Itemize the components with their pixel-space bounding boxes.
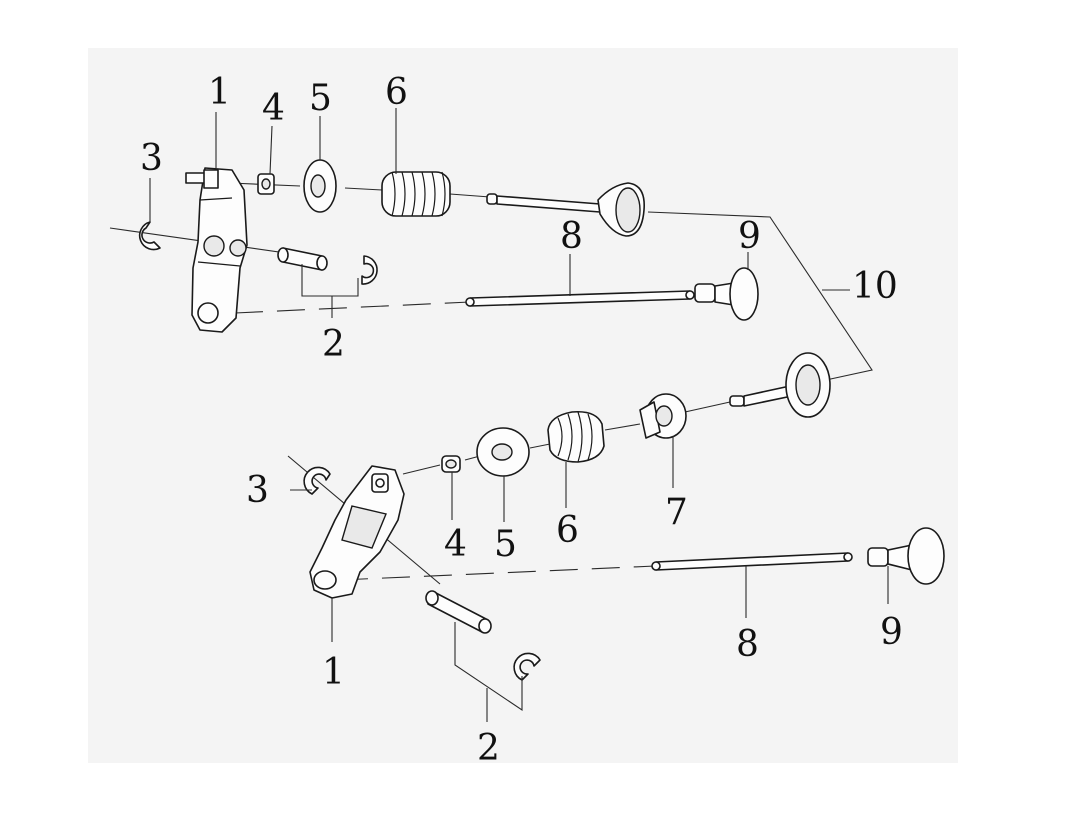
lower-axis-line-a xyxy=(402,464,441,475)
leader-10 xyxy=(647,211,873,381)
upper-axis-line-d xyxy=(449,193,491,198)
upper-rocker-shaft xyxy=(277,247,328,271)
upper-washer xyxy=(303,159,337,213)
lower-pushrod-axis xyxy=(339,565,656,581)
callout-upper-1: 1 xyxy=(208,72,231,113)
lower-intake-valve xyxy=(729,352,831,418)
upper-exhaust-valve xyxy=(694,267,759,321)
callout-lower-6: 6 xyxy=(556,510,579,551)
lower-rocker-arm xyxy=(309,465,405,599)
callout-upper-9: 9 xyxy=(738,216,761,257)
callout-labels: 1 4 5 6 3 8 9 10 2 3 4 5 6 7 1 2 8 9 xyxy=(140,72,903,769)
lower-nut xyxy=(441,455,461,473)
upper-nut xyxy=(257,173,275,195)
callout-upper-3: 3 xyxy=(140,138,163,179)
lower-axis-line-e xyxy=(684,401,731,413)
upper-assembly xyxy=(109,108,759,333)
callout-upper-5: 5 xyxy=(309,78,332,119)
lower-exhaust-valve xyxy=(867,527,945,585)
lower-axis-line-d xyxy=(604,423,641,431)
lower-pushrod xyxy=(651,552,853,571)
upper-pushrod xyxy=(465,290,695,307)
callout-lower-9: 9 xyxy=(880,612,903,653)
callout-upper-6: 6 xyxy=(385,72,408,113)
lower-assembly xyxy=(287,352,945,722)
lower-axis-line-c xyxy=(529,443,551,449)
upper-spring xyxy=(381,171,451,217)
upper-bracket-2 xyxy=(301,264,359,297)
lower-rocker-shaft xyxy=(425,590,492,634)
callout-lower-4: 4 xyxy=(444,524,467,565)
callout-lower-2: 2 xyxy=(477,728,500,769)
upper-intake-valve xyxy=(486,182,645,237)
upper-rocker-arm xyxy=(185,167,248,333)
callout-lower-8: 8 xyxy=(736,624,759,665)
callout-lower-7: 7 xyxy=(665,492,688,533)
lower-bracket-2 xyxy=(454,622,523,712)
callout-lower-1: 1 xyxy=(322,652,345,693)
upper-clip-right xyxy=(361,255,378,285)
upper-leader-4 xyxy=(269,125,273,175)
callout-upper-8: 8 xyxy=(560,216,583,257)
lower-retainer xyxy=(639,393,687,439)
lower-washer xyxy=(476,427,530,477)
upper-axis-line-c xyxy=(344,187,383,191)
callout-lower-3: 3 xyxy=(246,470,269,511)
lower-clip xyxy=(303,466,331,495)
callout-upper-2: 2 xyxy=(322,324,345,365)
callout-10: 10 xyxy=(852,266,898,307)
callout-upper-4: 4 xyxy=(262,88,285,129)
upper-clip-left xyxy=(138,221,161,251)
callout-lower-5: 5 xyxy=(494,524,517,565)
lower-spring xyxy=(547,410,605,463)
